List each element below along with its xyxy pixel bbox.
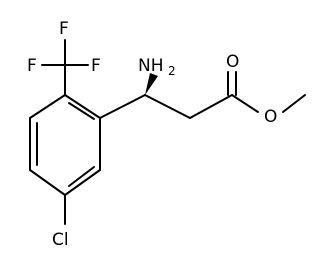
- atom-f-left: F: [27, 56, 37, 76]
- atom-o-carbonyl: O: [226, 52, 239, 72]
- bond-ch2-carbonyl: [189, 94, 233, 119]
- atom-f-top: F: [59, 19, 69, 39]
- ring-bond-1: [64, 94, 101, 119]
- bond-chiral-ch2: [144, 94, 191, 119]
- ring-double-bond-a: [68, 102, 95, 120]
- atom-nh2-label: NH: [138, 56, 164, 76]
- atom-o-ester: O: [264, 107, 277, 127]
- wedge-bond-nh2: [145, 73, 158, 95]
- atom-nh2-subscript: 2: [168, 64, 176, 78]
- atom-f-right: F: [91, 56, 101, 76]
- bond-ester-o-methyl: [282, 94, 306, 113]
- ring-bond-3: [64, 169, 101, 196]
- ring-bond-6: [29, 94, 66, 119]
- ring-bond-4: [29, 169, 66, 196]
- atom-cl: Cl: [52, 230, 69, 250]
- ring-double-bond-b: [68, 166, 95, 187]
- bond-carbonyl-ester-o: [231, 94, 259, 113]
- bond-ring-chiral: [99, 94, 146, 119]
